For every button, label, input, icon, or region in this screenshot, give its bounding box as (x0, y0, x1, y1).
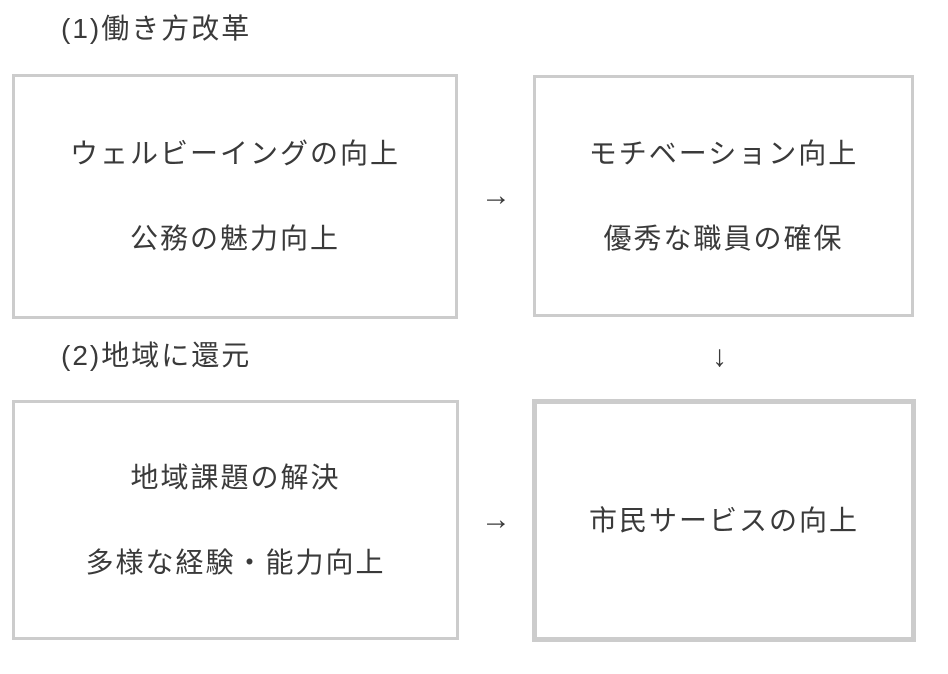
section-2-right-box: 市民サービスの向上 (532, 399, 916, 642)
section-1-left-box-line-1: ウェルビーイングの向上 (69, 138, 400, 169)
section-1-right-box-line-2: 優秀な職員の確保 (603, 222, 844, 254)
section-1-left-box: ウェルビーイングの向上 公務の魅力向上 (12, 74, 458, 319)
section-2-left-box: 地域課題の解決 多様な経験・能力向上 (12, 400, 459, 640)
right-arrow-icon: → (481, 503, 511, 536)
section-1-right-box-line-1: モチベーション向上 (588, 137, 859, 169)
section-2-right-box-line-1: 市民サービスの向上 (588, 504, 859, 536)
right-arrow-icon: → (481, 179, 511, 212)
section-2-label: (2)地域に還元 (61, 340, 252, 371)
section-1-left-box-line-2: 公務の魅力向上 (129, 223, 340, 254)
section-1-label: (1)働き方改革 (61, 13, 252, 44)
section-2-left-box-line-2: 多様な経験・能力向上 (85, 546, 386, 578)
down-arrow-icon: ↓ (712, 340, 727, 373)
section-1-right-box: モチベーション向上 優秀な職員の確保 (533, 75, 914, 317)
section-2-left-box-line-1: 地域課題の解決 (130, 461, 341, 493)
